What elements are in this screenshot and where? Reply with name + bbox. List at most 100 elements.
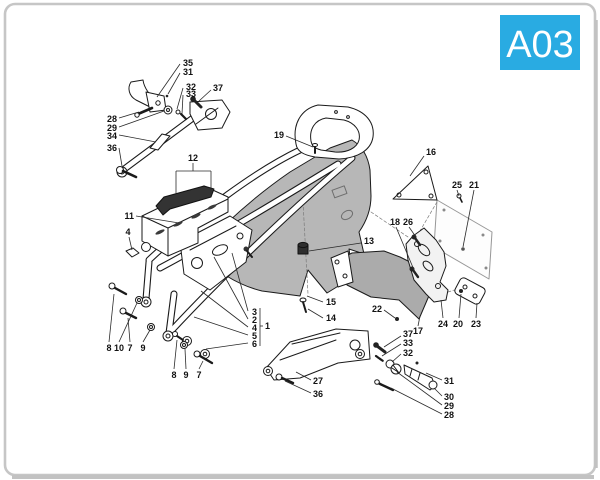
svg-text:15: 15	[326, 297, 336, 307]
callout-9: 9	[183, 348, 189, 380]
svg-text:8: 8	[106, 343, 111, 353]
license-plate-shape	[433, 199, 493, 280]
callout-36: 36	[284, 380, 323, 399]
callout-1: 1	[259, 308, 270, 346]
svg-text:3: 3	[252, 307, 257, 317]
callout-7: 7	[127, 317, 133, 353]
svg-text:17: 17	[413, 326, 423, 336]
svg-text:35: 35	[183, 58, 193, 68]
callout-21: 21	[462, 180, 479, 248]
svg-text:12: 12	[188, 153, 198, 163]
svg-text:10: 10	[114, 343, 124, 353]
svg-text:14: 14	[326, 313, 336, 323]
svg-text:11: 11	[124, 211, 134, 221]
callout-28: 28	[107, 111, 140, 124]
callout-33: 33	[381, 338, 413, 357]
callout-23: 23	[471, 302, 481, 329]
callout-32: 32	[391, 348, 413, 363]
callout-5: 5	[193, 316, 257, 341]
mudflap-shape	[330, 250, 432, 320]
battery-strap-shape	[155, 185, 215, 216]
svg-text:28: 28	[107, 114, 117, 124]
callout-16: 16	[409, 147, 436, 177]
callout-19: 19	[274, 130, 314, 148]
svg-text:33: 33	[403, 338, 413, 348]
callout-30: 30	[433, 387, 454, 402]
svg-text:28: 28	[444, 410, 454, 420]
callout-28: 28	[390, 387, 454, 420]
callout-15: 15	[306, 295, 336, 307]
callout-2: 2	[213, 256, 257, 325]
svg-text:4: 4	[125, 227, 130, 237]
svg-text:7: 7	[196, 370, 201, 380]
callout-31: 31	[425, 372, 454, 386]
svg-text:18: 18	[390, 217, 400, 227]
svg-text:1: 1	[265, 321, 270, 331]
callout-7: 7	[196, 360, 204, 380]
callout-37: 37	[383, 329, 413, 348]
callout-20: 20	[453, 293, 463, 329]
callout-14: 14	[307, 308, 336, 323]
svg-text:19: 19	[274, 130, 284, 140]
callout-36: 36	[107, 143, 123, 167]
svg-text:6: 6	[252, 339, 257, 349]
svg-text:29: 29	[444, 401, 454, 411]
callout-26: 26	[403, 217, 417, 238]
callout-34: 34	[107, 131, 157, 143]
callout-4: 4	[125, 227, 133, 251]
callout-22: 22	[372, 304, 396, 319]
svg-text:29: 29	[107, 123, 117, 133]
svg-text:24: 24	[438, 319, 448, 329]
callout-13: 13	[308, 236, 374, 252]
callout-24: 24	[438, 299, 448, 329]
svg-text:34: 34	[107, 131, 117, 141]
svg-text:20: 20	[453, 319, 463, 329]
svg-text:8: 8	[171, 370, 176, 380]
callout-8: 8	[106, 293, 115, 353]
callout-8: 8	[171, 339, 178, 380]
svg-text:30: 30	[444, 392, 454, 402]
callout-29: 29	[107, 110, 165, 133]
callout-4: 4	[200, 290, 257, 333]
callout-12: 12	[175, 153, 212, 196]
svg-text:13: 13	[364, 236, 374, 246]
svg-text:21: 21	[469, 180, 479, 190]
svg-text:33: 33	[186, 89, 196, 99]
svg-text:26: 26	[403, 217, 413, 227]
svg-text:9: 9	[183, 370, 188, 380]
svg-text:7: 7	[127, 343, 132, 353]
callout-6: 6	[205, 339, 257, 350]
svg-text:23: 23	[471, 319, 481, 329]
svg-text:32: 32	[403, 348, 413, 358]
callout-17: 17	[413, 315, 423, 336]
callout-35: 35	[156, 58, 193, 98]
callout-29: 29	[396, 371, 454, 411]
left-footrest-hanger-shape	[116, 79, 231, 179]
callout-27: 27	[295, 371, 323, 386]
svg-text:31: 31	[183, 67, 193, 77]
svg-text:16: 16	[426, 147, 436, 157]
svg-text:37: 37	[403, 329, 413, 339]
fasteners-and-hardware	[108, 143, 465, 365]
callout-11: 11	[124, 211, 180, 224]
svg-text:36: 36	[107, 143, 117, 153]
svg-text:27: 27	[313, 376, 323, 386]
svg-text:37: 37	[213, 83, 223, 93]
svg-text:22: 22	[372, 304, 382, 314]
callout-32: 32	[176, 82, 196, 110]
callout-9: 9	[140, 329, 151, 353]
svg-text:25: 25	[452, 180, 462, 190]
callout-3: 3	[231, 252, 257, 317]
triangle-bracket-shape	[392, 165, 438, 201]
callout-18: 18	[390, 217, 415, 271]
callout-37: 37	[198, 83, 223, 102]
svg-text:9: 9	[140, 343, 145, 353]
callout-25: 25	[452, 180, 462, 197]
svg-text:32: 32	[186, 82, 196, 92]
svg-text:31: 31	[444, 376, 454, 386]
right-footrest-hanger-shape	[263, 328, 438, 392]
svg-text:5: 5	[252, 331, 257, 341]
page-code-label: A03	[506, 24, 574, 66]
